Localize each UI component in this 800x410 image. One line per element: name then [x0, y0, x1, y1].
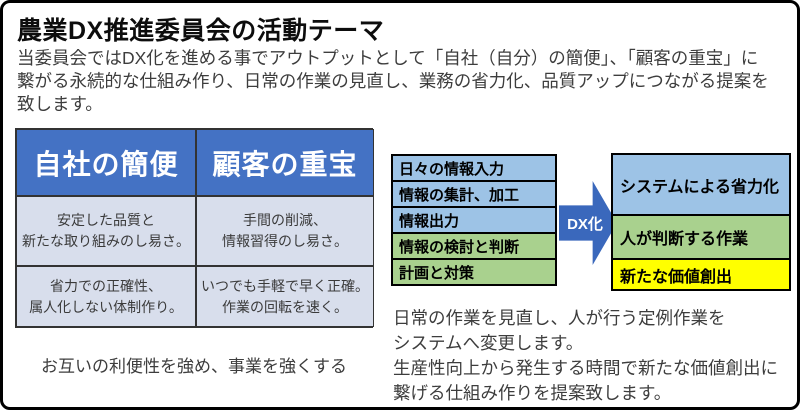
step-daily-input: 日々の情報入力	[392, 155, 556, 181]
flow-description: 日常の作業を見直し、人が行う定例作業を システムへ変更します。 生産性向上から発…	[393, 308, 778, 403]
step-plan-action: 計画と対策	[392, 259, 556, 285]
outcomes-box: システムによる省力化 人が判断する作業 新たな価値創出	[611, 153, 791, 291]
dx-arrow-label: DX化	[567, 215, 603, 233]
process-steps-list: 日々の情報入力 情報の集計、加工 情報出力 情報の検討と判断 計画と対策	[391, 154, 557, 286]
step-aggregation: 情報の集計、加工	[392, 181, 556, 207]
outcome-system-efficiency: システムによる省力化	[612, 154, 790, 215]
step-review-judgement: 情報の検討と判断	[392, 233, 556, 259]
dx-arrow-icon: DX化	[559, 181, 617, 265]
benefits-cell-r1c1: 安定した品質と 新たな取り組みのし易さ。	[16, 196, 196, 266]
step-output: 情報出力	[392, 207, 556, 233]
benefits-cell-r2c1: 省力での正確性、 属人化しない体制作り。	[16, 266, 196, 327]
intro-paragraph: 当委員会ではDX化を進める事でアウトプットとして「自社（自分）の簡便」、「顧客の…	[17, 48, 769, 114]
benefits-table: 自社の簡便 顧客の重宝 安定した品質と 新たな取り組みのし易さ。 手間の削減、 …	[15, 128, 374, 328]
benefits-cell-r2c2: いつでも手軽で早く正確。 作業の回転を速く。	[196, 266, 374, 327]
outcome-new-value: 新たな価値創出	[612, 259, 790, 290]
benefits-table-caption: お互いの利便性を強め、事業を強くする	[41, 357, 347, 376]
outcome-human-judgement: 人が判断する作業	[612, 215, 790, 259]
page-title: 農業DX推進委員会の活動テーマ	[17, 17, 385, 45]
benefits-cell-r1c2: 手間の削減、 情報習得のし易さ。	[196, 196, 374, 266]
benefits-header-own-company: 自社の簡便	[16, 129, 196, 196]
benefits-header-customer: 顧客の重宝	[196, 129, 374, 196]
